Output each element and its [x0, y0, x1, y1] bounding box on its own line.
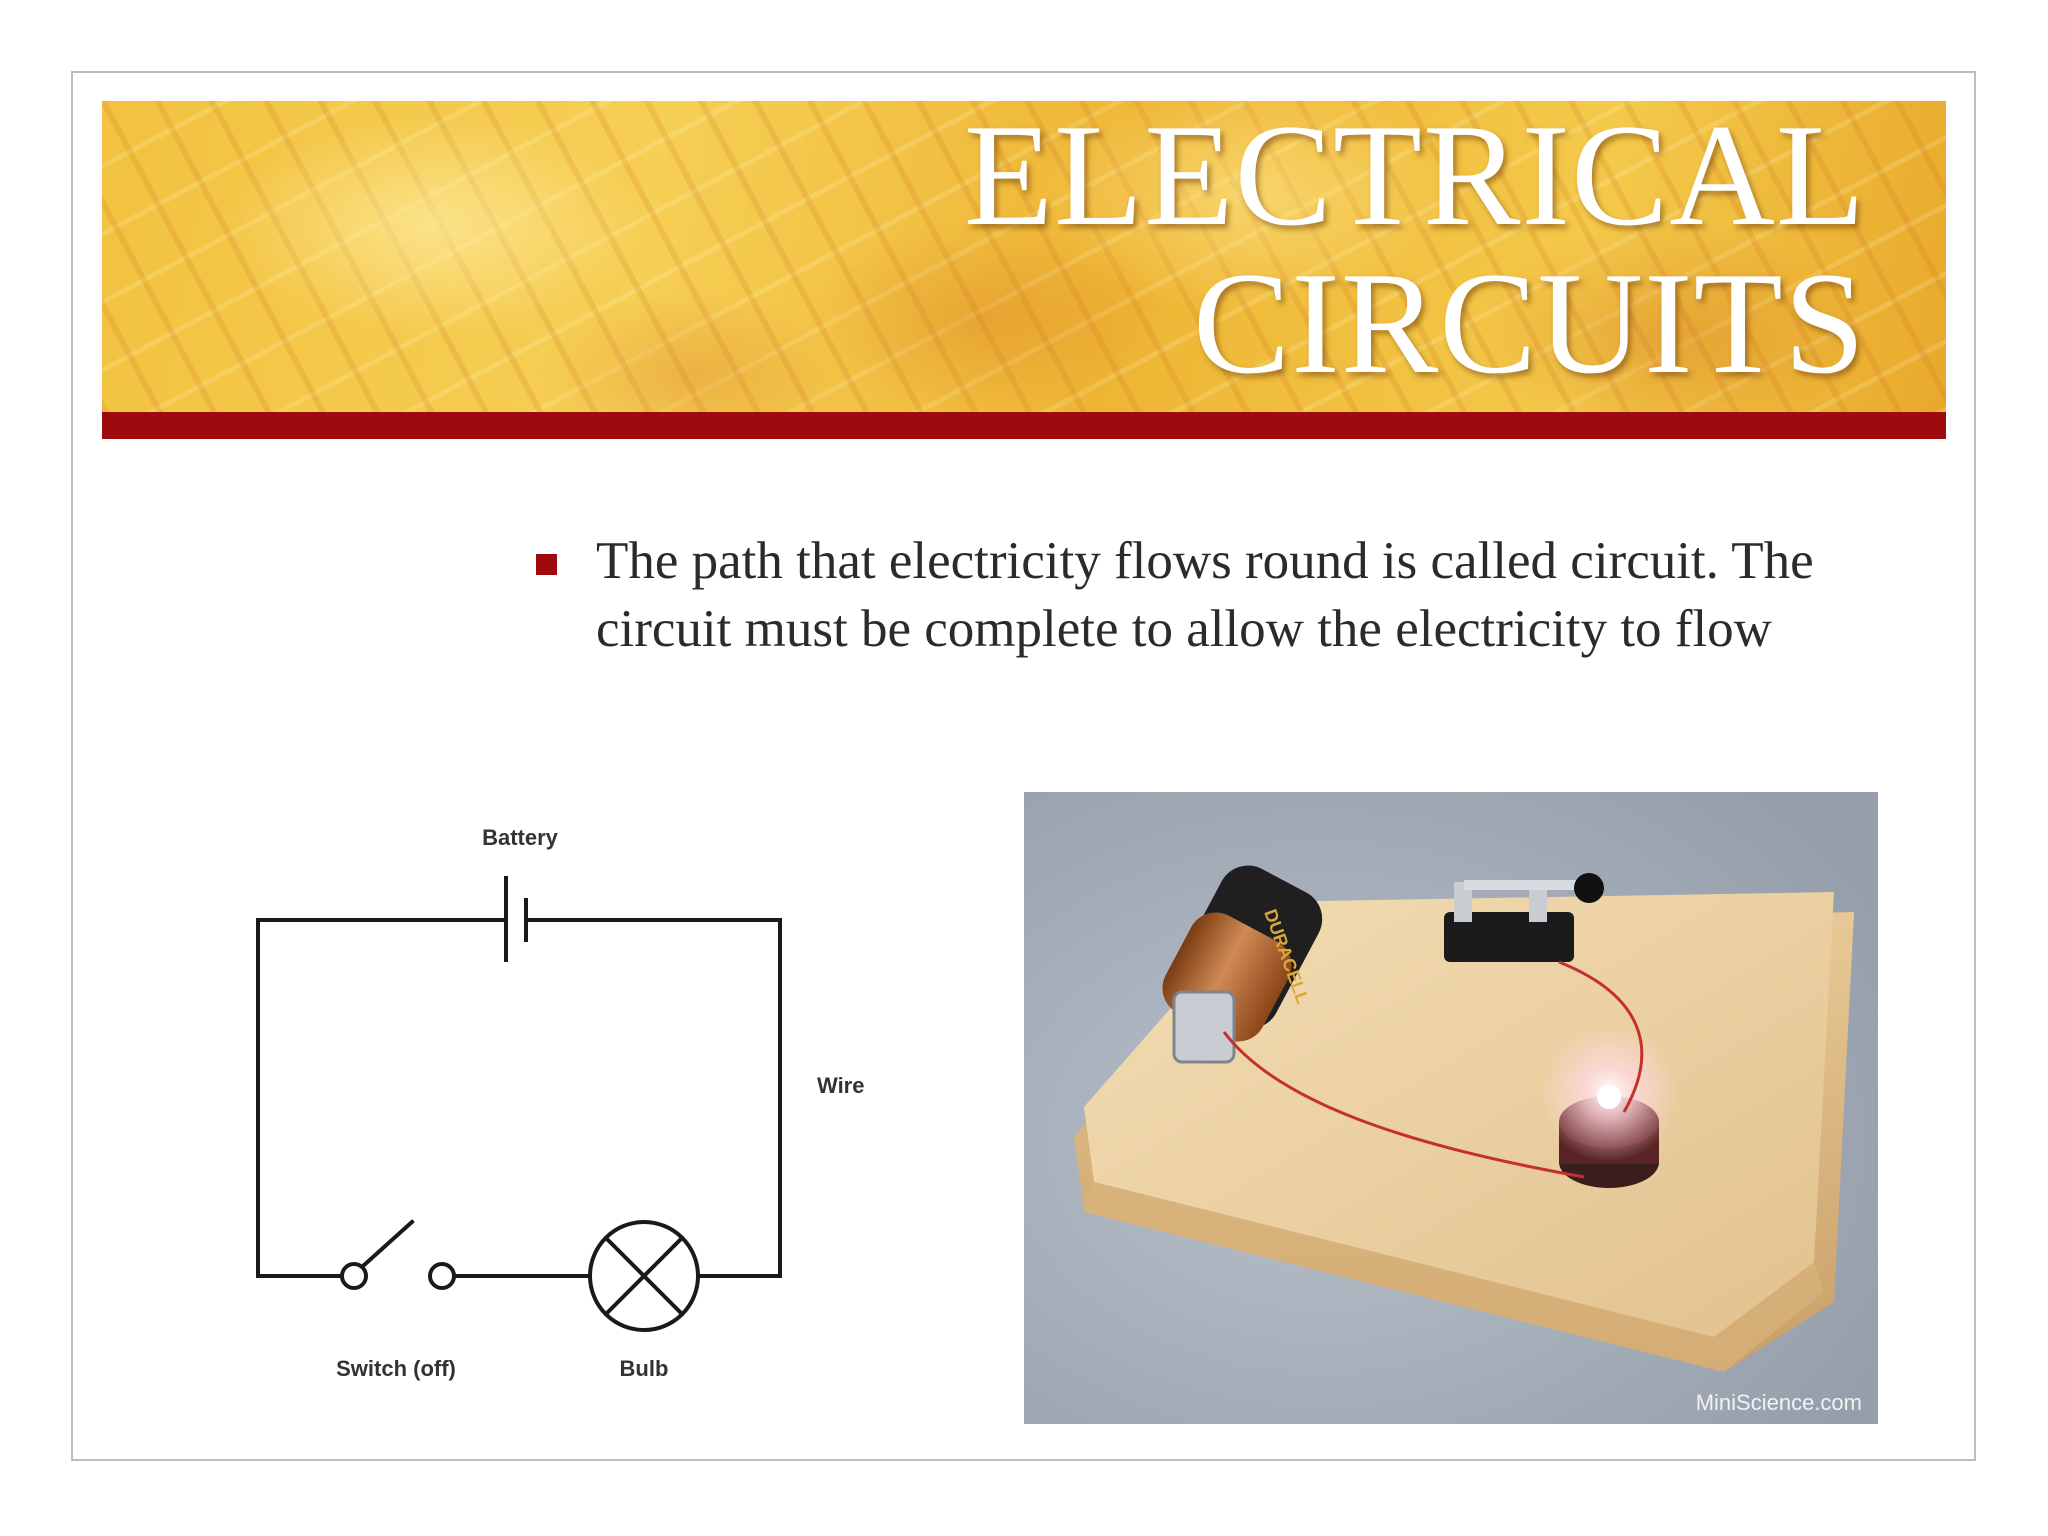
- bullet-square-icon: [536, 554, 557, 575]
- title-underline-bar: [102, 412, 1946, 439]
- bulb-cross-2: [603, 1235, 685, 1317]
- slide-title: ELECTRICAL CIRCUITS: [964, 101, 1866, 397]
- battery-photo-icon: DURACELL: [1162, 865, 1323, 1064]
- title-line-1: ELECTRICAL: [963, 101, 1866, 256]
- switch-lever: [360, 1219, 415, 1269]
- knife-switch-photo-icon: [1444, 873, 1604, 962]
- label-battery: Battery: [482, 825, 559, 850]
- bulb-photo-icon: [1539, 1022, 1679, 1188]
- switch-contact-left: [340, 1262, 368, 1290]
- label-wire: Wire: [817, 1073, 864, 1098]
- bullet-text: The path that electricity flows round is…: [596, 532, 1814, 658]
- label-bulb: Bulb: [620, 1356, 669, 1381]
- circuit-diagram: Battery Wire Switch (off) Bulb: [256, 825, 864, 1381]
- title-banner: ELECTRICAL CIRCUITS: [102, 101, 1946, 412]
- label-switch: Switch (off): [336, 1356, 456, 1381]
- photo-watermark: MiniScience.com: [1696, 1390, 1862, 1415]
- switch-contact-right: [428, 1262, 456, 1290]
- red-wire-1: [1222, 1031, 1585, 1179]
- title-line-2: CIRCUITS: [1192, 242, 1866, 404]
- wood-base-edge: [1084, 1182, 1824, 1372]
- circuit-kit-photo: DURACELL MiniScience.com: [1024, 792, 1878, 1424]
- red-wire-2: [1558, 960, 1644, 1113]
